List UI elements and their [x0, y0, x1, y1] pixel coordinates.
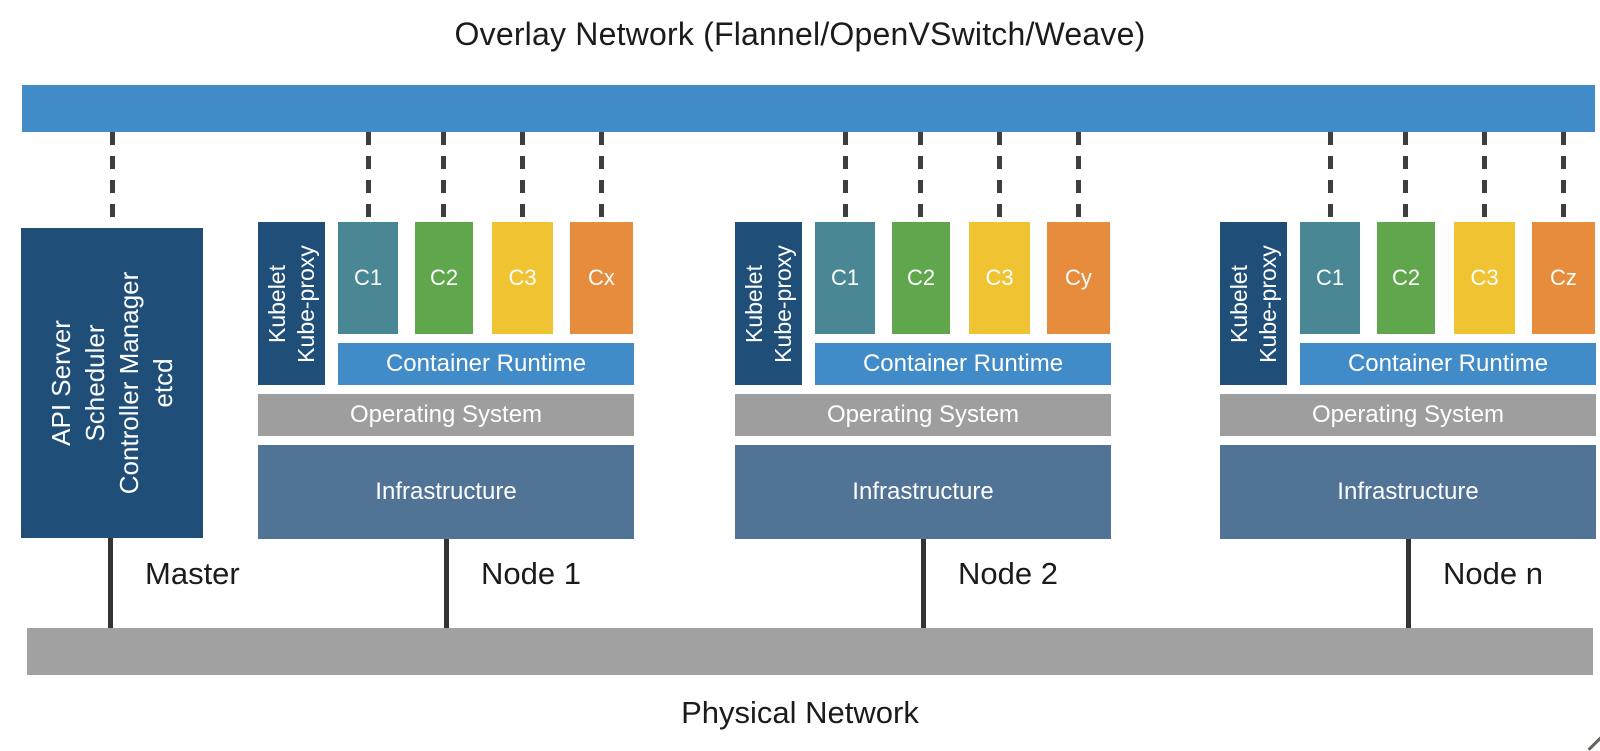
physical-connection-line: [107, 538, 113, 628]
overlay-connection-dashed-line: [520, 132, 525, 222]
physical-network-bar: [27, 628, 1593, 675]
infrastructure-box: Infrastructure: [735, 445, 1111, 539]
container-box-cn: Cx: [570, 222, 633, 334]
overlay-connection-dashed-line: [1561, 132, 1566, 222]
master-components: API Server Scheduler Controller Manager …: [44, 228, 180, 538]
physical-connection-line: [920, 539, 926, 628]
container-box-c1: C1: [338, 222, 398, 334]
container-box-c2: C2: [415, 222, 473, 334]
kube-proxy-label: Kube-proxy: [769, 244, 796, 363]
kubelet-label: Kubelet: [1225, 264, 1252, 343]
node-label: Node 1: [481, 556, 581, 591]
scheduler-label: Scheduler: [80, 324, 110, 442]
physical-network-label: Physical Network: [681, 695, 919, 730]
node-group: Kubelet Kube-proxy C1 C2 C3 Cz Container…: [1220, 222, 1596, 539]
container-box-cn: Cz: [1532, 222, 1595, 334]
api-server-label: API Server: [46, 320, 76, 446]
container-box-cn: Cy: [1047, 222, 1110, 334]
overlay-connection-dashed-line: [1076, 132, 1081, 222]
container-runtime-bar: Container Runtime: [1300, 343, 1596, 385]
node-label: Node n: [1443, 556, 1543, 591]
node-agent-labels: Kubelet Kube-proxy: [1225, 222, 1283, 385]
corner-artifact: [1587, 736, 1600, 751]
kubelet-box: Kubelet Kube-proxy: [258, 222, 325, 385]
container-box-c3: C3: [492, 222, 553, 334]
overlay-connection-dashed-line: [1403, 132, 1408, 222]
overlay-connection-dashed-line: [110, 132, 115, 228]
kube-proxy-label: Kube-proxy: [292, 244, 319, 363]
kubelet-box: Kubelet Kube-proxy: [735, 222, 802, 385]
container-box-c1: C1: [1300, 222, 1360, 334]
container-box-c2: C2: [892, 222, 950, 334]
container-box-c3: C3: [1454, 222, 1515, 334]
overlay-connection-dashed-line: [1327, 132, 1333, 222]
overlay-connection-dashed-line: [997, 132, 1002, 222]
container-runtime-bar: Container Runtime: [815, 343, 1111, 385]
container-box-c2: C2: [1377, 222, 1435, 334]
kube-proxy-label: Kube-proxy: [1254, 244, 1281, 363]
overlay-connection-dashed-line: [1482, 132, 1487, 222]
operating-system-bar: Operating System: [258, 394, 634, 436]
etcd-label: etcd: [148, 358, 178, 408]
physical-connection-line: [443, 539, 449, 628]
kubelet-label: Kubelet: [740, 264, 767, 343]
container-runtime-bar: Container Runtime: [338, 343, 634, 385]
overlay-connection-dashed-line: [918, 132, 923, 222]
infrastructure-box: Infrastructure: [1220, 445, 1596, 539]
container-box-c3: C3: [969, 222, 1030, 334]
overlay-connection-dashed-line: [842, 132, 848, 222]
overlay-connection-dashed-line: [441, 132, 446, 222]
overlay-connection-dashed-line: [599, 132, 604, 222]
node-agent-labels: Kubelet Kube-proxy: [263, 222, 321, 385]
master-label: Master: [145, 556, 240, 591]
overlay-connection-dashed-line: [365, 132, 371, 222]
overlay-network-bar: [22, 85, 1595, 132]
controller-manager-label: Controller Manager: [114, 271, 144, 495]
physical-connection-line: [1405, 539, 1411, 628]
infrastructure-box: Infrastructure: [258, 445, 634, 539]
node-group: Kubelet Kube-proxy C1 C2 C3 Cx Container…: [258, 222, 634, 539]
kubelet-box: Kubelet Kube-proxy: [1220, 222, 1287, 385]
node-group: Kubelet Kube-proxy C1 C2 C3 Cy Container…: [735, 222, 1111, 539]
overlay-network-title: Overlay Network (Flannel/OpenVSwitch/Wea…: [454, 16, 1146, 52]
operating-system-bar: Operating System: [735, 394, 1111, 436]
kubelet-label: Kubelet: [263, 264, 290, 343]
container-box-c1: C1: [815, 222, 875, 334]
node-agent-labels: Kubelet Kube-proxy: [740, 222, 798, 385]
operating-system-bar: Operating System: [1220, 394, 1596, 436]
node-label: Node 2: [958, 556, 1058, 591]
master-box: API Server Scheduler Controller Manager …: [21, 228, 203, 538]
